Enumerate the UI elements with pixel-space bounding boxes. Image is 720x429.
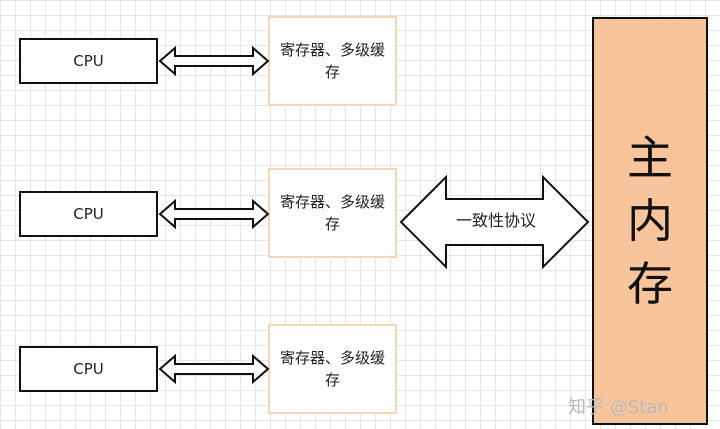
coherence-protocol-label: 一致性协议 xyxy=(455,211,536,230)
cpu-label-3: CPU xyxy=(73,360,104,378)
cpu-box-3: CPU xyxy=(19,346,158,392)
cpu-label-1: CPU xyxy=(73,52,104,70)
cache-label-1: 寄存器、多级缓存 xyxy=(279,41,385,81)
watermark: 知乎 @Stan xyxy=(568,397,669,418)
cache-box-2: 寄存器、多级缓存 xyxy=(268,168,397,258)
main-memory-label: 主内存 xyxy=(627,130,673,311)
cpu-box-1: CPU xyxy=(19,38,158,84)
cpu-box-2: CPU xyxy=(19,191,158,237)
cache-label-2: 寄存器、多级缓存 xyxy=(279,193,385,233)
cache-box-3: 寄存器、多级缓存 xyxy=(268,324,397,414)
coherence-protocol-arrow xyxy=(399,174,590,270)
cpu-label-2: CPU xyxy=(73,205,104,223)
main-memory-box: 主内存 xyxy=(592,17,708,425)
bidirectional-arrow-3 xyxy=(158,353,270,385)
bidirectional-arrow-2 xyxy=(158,198,270,230)
bidirectional-arrow-1 xyxy=(158,45,270,77)
cache-label-3: 寄存器、多级缓存 xyxy=(279,349,385,389)
